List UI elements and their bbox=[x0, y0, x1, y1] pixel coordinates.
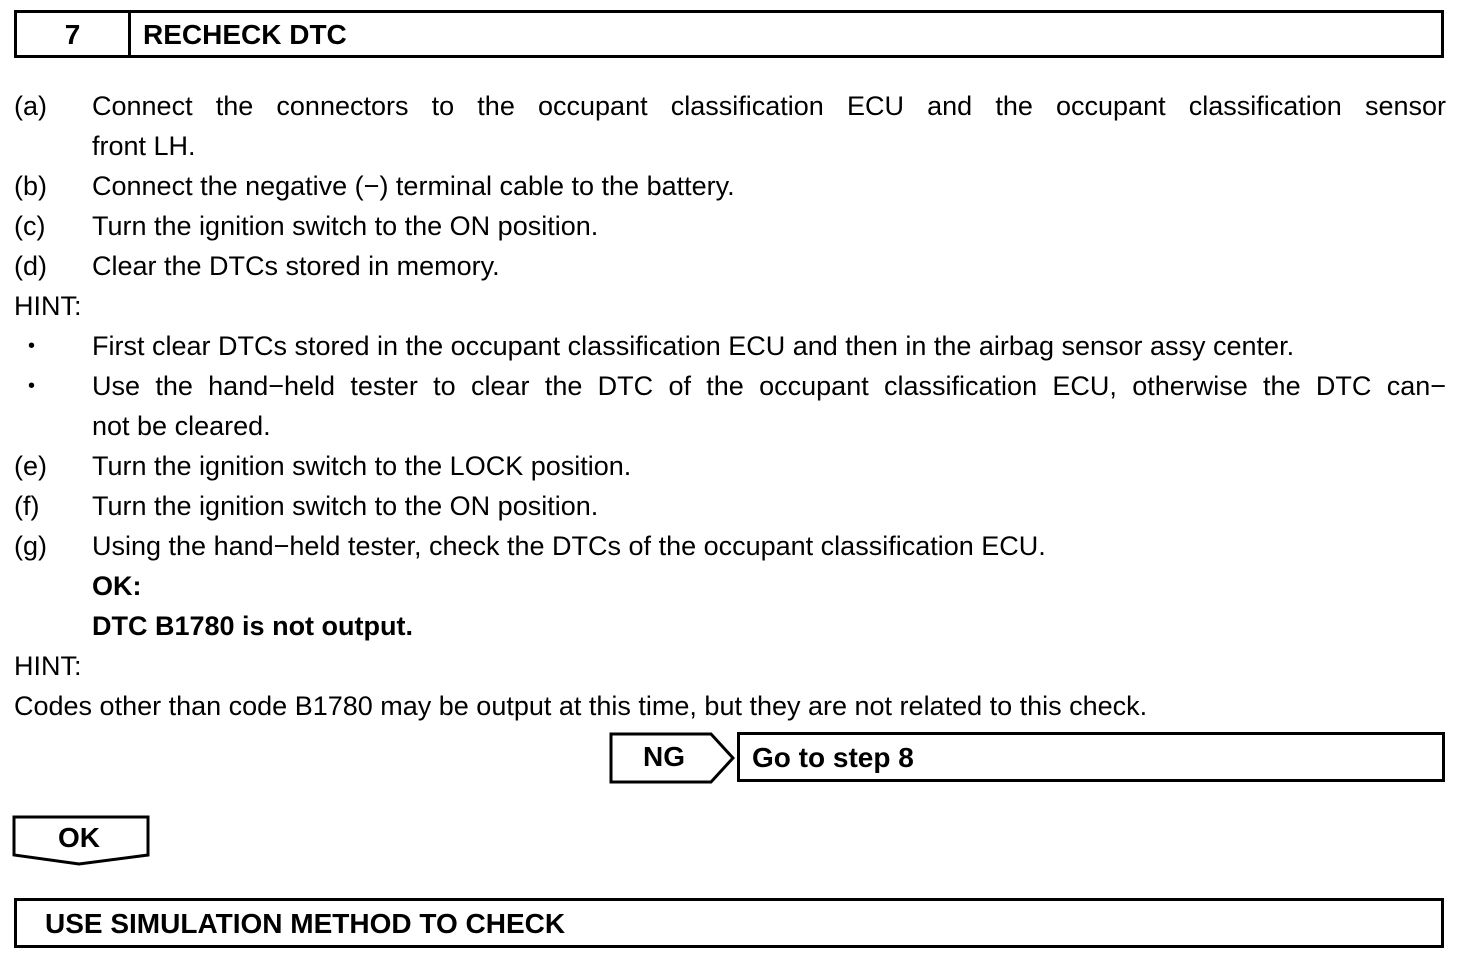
bullet-icon: • bbox=[28, 335, 36, 357]
item-marker: (e) bbox=[14, 451, 47, 481]
goto-step-box: Go to step 8 bbox=[737, 732, 1445, 782]
procedure-item-e: (e) Turn the ignition switch to the LOCK… bbox=[14, 446, 1454, 486]
item-marker: (c) bbox=[14, 211, 46, 241]
result-box: USE SIMULATION METHOD TO CHECK bbox=[14, 898, 1444, 948]
ok-criteria-label-text: OK: bbox=[92, 571, 142, 601]
hint-label: HINT: bbox=[14, 286, 1454, 326]
ok-label: OK bbox=[58, 822, 100, 853]
procedure-item-d: (d) Clear the DTCs stored in memory. bbox=[14, 246, 1454, 286]
hint-label-text: HINT: bbox=[14, 291, 82, 321]
procedure-item-b: (b) Connect the negative (−) terminal ca… bbox=[14, 166, 1454, 206]
item-marker: (a) bbox=[14, 91, 47, 121]
ok-arrow-icon bbox=[12, 815, 150, 866]
step-number: 7 bbox=[17, 13, 131, 55]
item-text: Turn the ignition switch to the ON posit… bbox=[92, 211, 599, 241]
item-text: Turn the ignition switch to the LOCK pos… bbox=[92, 451, 632, 481]
hint-label-text: HINT: bbox=[14, 651, 82, 681]
item-text: Connect the negative (−) terminal cable … bbox=[92, 171, 735, 201]
bullet-text: Use the hand−held tester to clear the DT… bbox=[92, 371, 1446, 401]
item-marker: (g) bbox=[14, 531, 47, 561]
ng-label: NG bbox=[643, 741, 685, 772]
bullet-icon: • bbox=[28, 375, 36, 397]
ng-arrow-icon bbox=[609, 732, 735, 784]
bullet-text: not be cleared. bbox=[92, 411, 271, 441]
hint-bullet-1: • First clear DTCs stored in the occupan… bbox=[14, 326, 1454, 366]
hint-bullet-2-continued: not be cleared. bbox=[14, 406, 1454, 446]
item-marker: (f) bbox=[14, 491, 40, 521]
hint-label-2: HINT: bbox=[14, 646, 1454, 686]
ok-criteria: DTC B1780 is not output. bbox=[14, 606, 1454, 646]
procedure-item-f: (f) Turn the ignition switch to the ON p… bbox=[14, 486, 1454, 526]
item-text: Connect the connectors to the occupant c… bbox=[92, 91, 1446, 121]
item-text: front LH. bbox=[92, 131, 196, 161]
hint-bullet-2: • Use the hand−held tester to clear the … bbox=[14, 366, 1454, 406]
procedure-item-a-continued: front LH. bbox=[14, 126, 1454, 166]
item-marker: (b) bbox=[14, 171, 47, 201]
hint-note-text: Codes other than code B1780 may be outpu… bbox=[14, 691, 1148, 721]
procedure-item-c: (c) Turn the ignition switch to the ON p… bbox=[14, 206, 1454, 246]
step-header: 7 RECHECK DTC bbox=[14, 10, 1444, 58]
item-text: Turn the ignition switch to the ON posit… bbox=[92, 491, 599, 521]
ok-criteria-text: DTC B1780 is not output. bbox=[92, 611, 414, 641]
hint-note: Codes other than code B1780 may be outpu… bbox=[14, 686, 1454, 726]
item-text: Using the hand−held tester, check the DT… bbox=[92, 531, 1046, 561]
bullet-text: First clear DTCs stored in the occupant … bbox=[92, 331, 1295, 361]
ok-criteria-label: OK: bbox=[14, 566, 1454, 606]
procedure-item-a: (a) Connect the connectors to the occupa… bbox=[14, 86, 1454, 126]
procedure-item-g: (g) Using the hand−held tester, check th… bbox=[14, 526, 1454, 566]
item-text: Clear the DTCs stored in memory. bbox=[92, 251, 500, 281]
step-title: RECHECK DTC bbox=[143, 19, 347, 50]
item-marker: (d) bbox=[14, 251, 47, 281]
